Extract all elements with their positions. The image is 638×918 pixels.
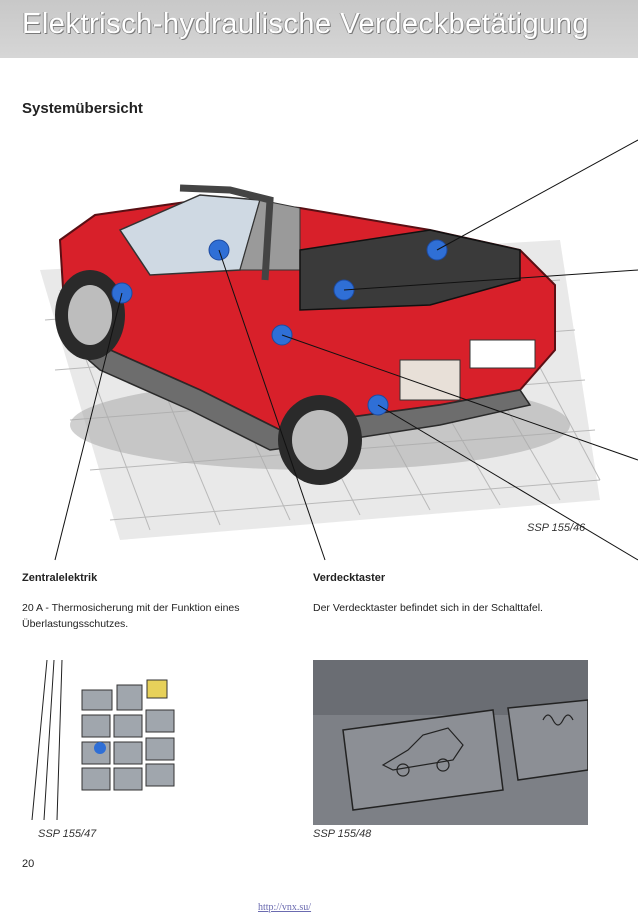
car-system-overview-illustration (0, 120, 638, 570)
left-column-text-line2: Überlastungsschutzes. (22, 617, 128, 632)
right-column-text: Der Verdecktaster befindet sich in der S… (313, 601, 543, 616)
left-figure-caption: SSP 155/47 (38, 828, 96, 840)
main-figure-caption: SSP 155/46 (527, 522, 585, 534)
footer-link[interactable]: http://vnx.su/ (258, 902, 311, 913)
right-figure-caption: SSP 155/48 (313, 828, 371, 840)
section-title: Systemübersicht (22, 100, 143, 117)
page-title: Elektrisch-hydraulische Verdeckbetätigun… (22, 8, 589, 41)
left-column-text-line1: 20 A - Thermosicherung mit der Funktion … (22, 601, 240, 616)
left-column-heading: Zentralelektrik (22, 572, 97, 584)
page-number: 20 (22, 858, 34, 870)
top-switch-illustration (313, 660, 588, 825)
right-column-heading: Verdecktaster (313, 572, 385, 584)
fuse-box-illustration (22, 660, 202, 820)
